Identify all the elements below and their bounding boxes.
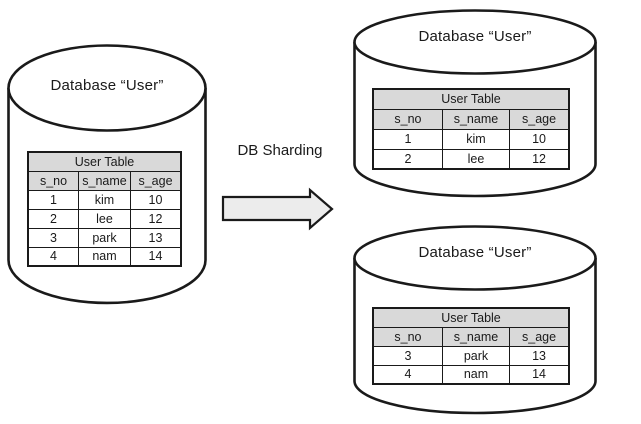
cell-s-age: 10 bbox=[130, 189, 182, 210]
table-title: User Table bbox=[27, 151, 182, 172]
shard-database-bottom: Database “User” User Table s_no s_name s… bbox=[353, 224, 597, 415]
cell-s-name: lee bbox=[77, 208, 132, 229]
cell-s-age: 10 bbox=[509, 128, 570, 150]
cell-s-name: kim bbox=[441, 128, 511, 150]
table-title-row: User Table bbox=[372, 88, 570, 110]
database-title: Database “User” bbox=[50, 77, 164, 94]
cell-s-no: 1 bbox=[372, 128, 443, 150]
right-arrow-icon bbox=[221, 187, 334, 231]
cell-s-age: 12 bbox=[509, 148, 570, 170]
cell-s-no: 3 bbox=[372, 345, 443, 366]
cell-s-age: 13 bbox=[130, 227, 182, 248]
cell-s-no: 4 bbox=[372, 364, 443, 385]
cell-s-no: 2 bbox=[372, 148, 443, 170]
cell-s-age: 14 bbox=[509, 364, 570, 385]
table-title: User Table bbox=[372, 307, 570, 328]
table-row: 1 kim 10 bbox=[372, 128, 570, 150]
column-header: s_no bbox=[27, 170, 79, 191]
cell-s-name: nam bbox=[441, 364, 511, 385]
table-row: 3 park 13 bbox=[372, 345, 570, 366]
database-title: Database “User” bbox=[418, 244, 532, 261]
db-sharding-label: DB Sharding bbox=[237, 142, 323, 159]
table-header-row: s_no s_name s_age bbox=[372, 326, 570, 347]
column-header: s_no bbox=[372, 326, 443, 347]
user-table: User Table s_no s_name s_age 1 kim 10 2 … bbox=[27, 151, 182, 267]
database-title: Database “User” bbox=[418, 28, 532, 45]
table-title-row: User Table bbox=[372, 307, 570, 328]
cell-s-name: nam bbox=[77, 246, 132, 267]
cell-s-name: kim bbox=[77, 189, 132, 210]
table-title: User Table bbox=[372, 88, 570, 110]
cell-s-no: 2 bbox=[27, 208, 79, 229]
table-header-row: s_no s_name s_age bbox=[27, 170, 182, 191]
cell-s-age: 12 bbox=[130, 208, 182, 229]
cell-s-age: 13 bbox=[509, 345, 570, 366]
table-row: 1 kim 10 bbox=[27, 189, 182, 210]
cell-s-name: lee bbox=[441, 148, 511, 170]
cell-s-no: 4 bbox=[27, 246, 79, 267]
shard-database-top: Database “User” User Table s_no s_name s… bbox=[353, 8, 597, 198]
table-title-row: User Table bbox=[27, 151, 182, 172]
user-table: User Table s_no s_name s_age 3 park 13 4… bbox=[372, 307, 570, 385]
column-header: s_age bbox=[509, 108, 570, 130]
cell-s-no: 1 bbox=[27, 189, 79, 210]
cell-s-name: park bbox=[441, 345, 511, 366]
table-row: 4 nam 14 bbox=[372, 364, 570, 385]
table-row: 3 park 13 bbox=[27, 227, 182, 248]
user-table: User Table s_no s_name s_age 1 kim 10 2 … bbox=[372, 88, 570, 170]
column-header: s_age bbox=[509, 326, 570, 347]
table-row: 2 lee 12 bbox=[372, 148, 570, 170]
table-row: 2 lee 12 bbox=[27, 208, 182, 229]
column-header: s_name bbox=[441, 108, 511, 130]
column-header: s_no bbox=[372, 108, 443, 130]
column-header: s_name bbox=[77, 170, 132, 191]
cell-s-age: 14 bbox=[130, 246, 182, 267]
cell-s-name: park bbox=[77, 227, 132, 248]
source-database: Database “User” User Table s_no s_name s… bbox=[7, 43, 207, 305]
table-header-row: s_no s_name s_age bbox=[372, 108, 570, 130]
column-header: s_age bbox=[130, 170, 182, 191]
column-header: s_name bbox=[441, 326, 511, 347]
cell-s-no: 3 bbox=[27, 227, 79, 248]
table-row: 4 nam 14 bbox=[27, 246, 182, 267]
